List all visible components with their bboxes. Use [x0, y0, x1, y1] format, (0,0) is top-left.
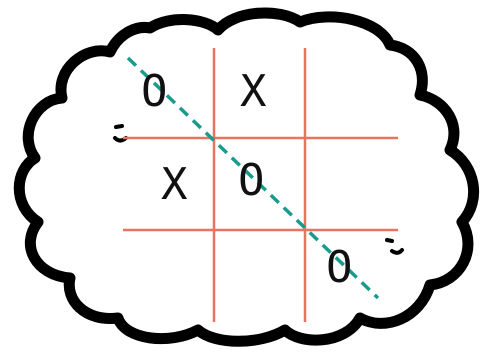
cell-0-0[interactable]	[123, 48, 214, 138]
win-line	[126, 56, 380, 300]
cell-1-2[interactable]	[305, 138, 398, 230]
cell-0-1-mark: X	[240, 66, 267, 117]
cell-1-1[interactable]	[214, 138, 305, 230]
cell-0-1[interactable]	[214, 48, 305, 138]
cell-1-0-mark: X	[161, 159, 188, 210]
cell-2-0[interactable]	[123, 230, 214, 322]
cell-2-1[interactable]	[214, 230, 305, 322]
cell-0-0-mark: O	[141, 66, 168, 117]
cell-0-2[interactable]	[305, 48, 398, 138]
cell-1-0[interactable]	[123, 138, 214, 230]
cell-1-1-mark: O	[238, 155, 265, 206]
grid-lines	[123, 48, 398, 322]
cell-2-2[interactable]	[305, 230, 398, 322]
doodle-mark-right	[385, 238, 404, 255]
cloud-outline	[13, 7, 480, 347]
cell-2-2-mark: O	[326, 242, 353, 293]
